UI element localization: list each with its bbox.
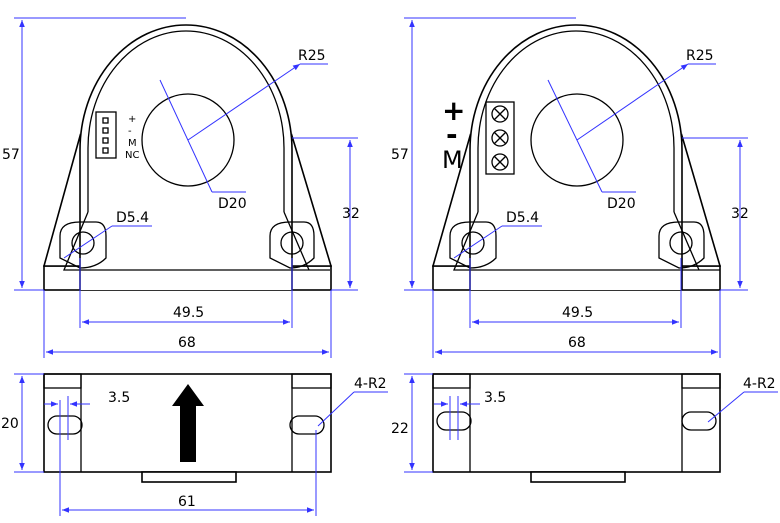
left-front-connector bbox=[95, 111, 117, 159]
left-front-right-mount-hole bbox=[280, 231, 304, 255]
left-bottom-tab-a bbox=[43, 373, 82, 389]
right-front-housing bbox=[469, 24, 683, 290]
right-bottom-view: 22 3.5 4-R2 bbox=[391, 373, 778, 483]
left-pin-m: M bbox=[128, 138, 137, 149]
right-bottom-slot-a bbox=[436, 411, 472, 431]
right-slot-label-line bbox=[707, 391, 745, 423]
left-bottom-slot-a bbox=[47, 415, 83, 435]
left-slot-label-line bbox=[317, 391, 355, 427]
right-terminal-block bbox=[485, 101, 515, 175]
right-slot-label: 4-R2 bbox=[743, 376, 776, 392]
left-bottom-tab-b bbox=[291, 373, 332, 389]
right-front-view: + - M 57 32 D20 R25 D5.4 49.5 68 bbox=[391, 17, 749, 358]
right-bottom-tab-b bbox=[681, 373, 721, 389]
terminal-screw-icon bbox=[491, 153, 509, 171]
left-front-housing bbox=[79, 24, 293, 290]
right-front-left-pad bbox=[449, 221, 497, 269]
current-direction-arrow-icon bbox=[172, 384, 204, 462]
right-front-right-mount-hole bbox=[669, 231, 693, 255]
right-terminal-plus: + bbox=[442, 94, 465, 127]
left-pin-minus: - bbox=[128, 126, 132, 137]
left-width-label: 68 bbox=[178, 335, 196, 351]
right-front-right-pad bbox=[658, 221, 705, 269]
left-mount-hole-line bbox=[63, 225, 113, 259]
left-front-right-pad bbox=[269, 221, 315, 269]
right-width-label: 68 bbox=[568, 335, 586, 351]
left-bottom-view: 20 3.5 4-R2 61 bbox=[1, 373, 388, 516]
left-height-label: 57 bbox=[2, 147, 20, 163]
left-front-pin-1 bbox=[102, 117, 109, 124]
right-diameter-line bbox=[547, 79, 603, 193]
left-front-through-hole bbox=[141, 93, 235, 187]
left-pin-nc: NC bbox=[125, 150, 139, 161]
right-slot-width-label: 3.5 bbox=[484, 390, 506, 406]
right-bottom-connector bbox=[530, 471, 626, 483]
right-radius-label: R25 bbox=[686, 48, 714, 64]
terminal-screw-icon bbox=[491, 105, 509, 123]
left-bottom-connector bbox=[141, 471, 237, 483]
left-side-height-label: 32 bbox=[342, 206, 360, 222]
right-height-label: 57 bbox=[391, 147, 409, 163]
right-terminal-minus: - bbox=[446, 118, 458, 151]
right-radius-line bbox=[576, 63, 689, 141]
right-hole-label: D20 bbox=[607, 196, 636, 212]
left-front-pin-4 bbox=[102, 147, 109, 154]
left-front-left-mount-hole bbox=[71, 231, 95, 255]
right-bottom-body bbox=[432, 373, 721, 473]
left-hole-spacing-label: 49.5 bbox=[173, 305, 204, 321]
left-front-pin-3 bbox=[102, 137, 109, 144]
left-front-left-pad bbox=[59, 221, 107, 269]
left-slot-label: 4-R2 bbox=[354, 376, 387, 392]
left-diameter-line bbox=[159, 79, 213, 193]
left-front-pin-2 bbox=[102, 127, 109, 134]
terminal-screw-icon bbox=[491, 129, 509, 147]
right-mount-hole-line bbox=[453, 225, 503, 259]
left-bottom-slot-b bbox=[289, 415, 325, 435]
left-radius-line bbox=[187, 63, 301, 141]
left-slot-width-label: 3.5 bbox=[108, 390, 130, 406]
right-mount-hole-label: D5.4 bbox=[506, 210, 539, 226]
left-front-inner-left bbox=[63, 211, 330, 271]
left-mount-hole-label: D5.4 bbox=[116, 210, 149, 226]
left-hole-label: D20 bbox=[218, 196, 247, 212]
left-pin-plus: + bbox=[128, 114, 136, 125]
right-hole-spacing-label: 49.5 bbox=[562, 305, 593, 321]
right-side-height-label: 32 bbox=[731, 206, 749, 222]
right-front-through-hole bbox=[530, 93, 624, 187]
right-front-left-mount-hole bbox=[461, 231, 485, 255]
right-front-inner-contour bbox=[477, 30, 675, 212]
right-depth-label: 22 bbox=[391, 421, 409, 437]
right-bottom-slot-b bbox=[681, 411, 717, 431]
left-front-inner-contour bbox=[87, 30, 285, 212]
left-slot-spacing-label: 61 bbox=[178, 494, 196, 510]
left-depth-label: 20 bbox=[1, 416, 19, 432]
left-radius-label: R25 bbox=[298, 48, 326, 64]
right-bottom-tab-a bbox=[432, 373, 471, 389]
right-terminal-m: M bbox=[442, 146, 463, 174]
right-front-inner-left bbox=[453, 211, 720, 271]
left-front-view: + - M NC 57 32 D20 R25 D5.4 49.5 68 bbox=[2, 17, 360, 358]
